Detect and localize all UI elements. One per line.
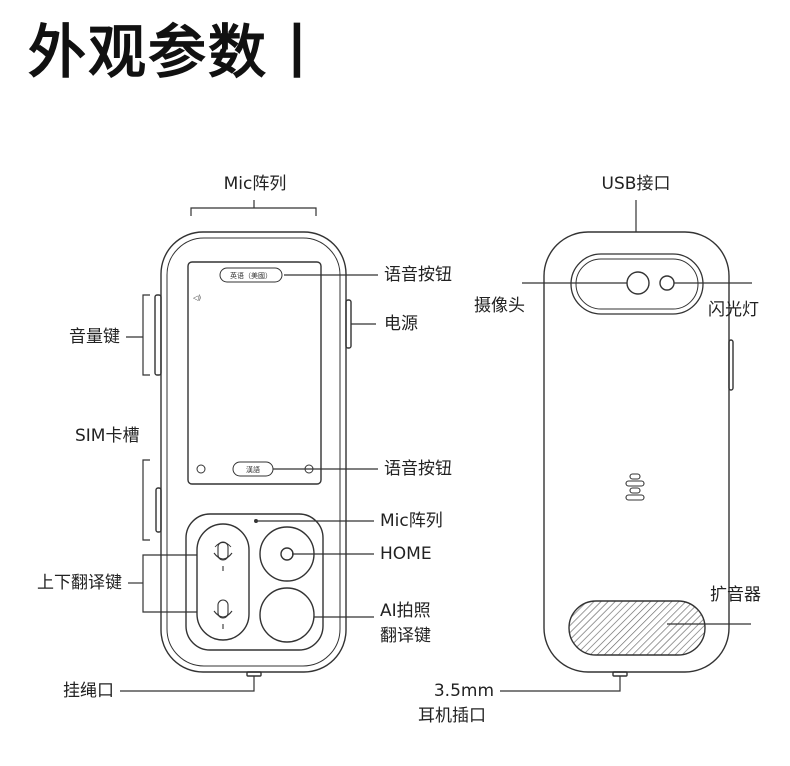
back-leader-lines bbox=[500, 200, 752, 692]
label-power: 电源 bbox=[384, 314, 418, 334]
headphone-jack bbox=[612, 671, 628, 677]
camera-module bbox=[570, 253, 704, 315]
mic-icon bbox=[213, 541, 233, 571]
back-side-button bbox=[728, 339, 734, 391]
volume-button bbox=[154, 294, 162, 376]
label-home: HOME bbox=[380, 544, 432, 564]
label-usb: USB接口 bbox=[601, 174, 671, 194]
front-leader-lines bbox=[120, 200, 378, 692]
lanyard-hole bbox=[246, 671, 262, 677]
label-up-down-translate: 上下翻译键 bbox=[37, 573, 122, 593]
screen bbox=[187, 261, 322, 485]
mic-hole bbox=[254, 519, 258, 523]
power-button bbox=[345, 299, 352, 349]
label-voice-button-bottom: 语音按钮 bbox=[384, 459, 452, 479]
label-sim-slot: SIM卡槽 bbox=[75, 426, 140, 446]
label-jack-line1: 3.5mm bbox=[433, 681, 494, 701]
speaker-small-icon: ◁) bbox=[193, 294, 201, 302]
label-flash: 闪光灯 bbox=[708, 300, 759, 320]
front-body-inner bbox=[166, 237, 341, 667]
speaker-grill bbox=[568, 600, 706, 656]
lang-top-text: 英语（美國） bbox=[230, 271, 272, 280]
keypad-area bbox=[185, 513, 324, 651]
flash-led bbox=[659, 275, 675, 291]
label-lanyard: 挂绳口 bbox=[63, 681, 114, 701]
sim-slot bbox=[155, 487, 162, 533]
up-down-translate-keys bbox=[196, 523, 250, 641]
ai-photo-translate-button bbox=[259, 587, 315, 643]
label-speaker: 扩音器 bbox=[710, 585, 761, 605]
screen-ui: 英语（美國） ◁) 漢語 bbox=[193, 267, 314, 477]
label-volume-keys: 音量键 bbox=[69, 327, 120, 347]
camera-module-inner bbox=[575, 258, 699, 310]
label-jack-line2: 耳机插口 bbox=[418, 706, 486, 726]
label-mic-array-bottom: Mic阵列 bbox=[380, 511, 443, 531]
brand-logo-icon bbox=[625, 473, 645, 501]
lang-pill-top bbox=[219, 267, 283, 283]
label-mic-array-top: Mic阵列 bbox=[223, 174, 287, 194]
home-button-dot bbox=[280, 547, 294, 561]
lang-bottom-text: 漢語 bbox=[246, 465, 260, 474]
front-body-outer bbox=[160, 231, 347, 673]
front-device bbox=[154, 231, 352, 677]
page-title: 外观参数丨 bbox=[28, 18, 329, 86]
camera-lens bbox=[626, 271, 650, 295]
swap-icon bbox=[196, 464, 206, 474]
label-voice-button-top: 语音按钮 bbox=[384, 265, 452, 285]
label-camera: 摄像头 bbox=[474, 296, 525, 316]
label-ai-photo-line2: 翻译键 bbox=[380, 626, 431, 646]
back-device bbox=[543, 231, 734, 677]
label-ai-photo-line1: AI拍照 bbox=[380, 601, 431, 621]
mic-icon bbox=[213, 599, 233, 629]
